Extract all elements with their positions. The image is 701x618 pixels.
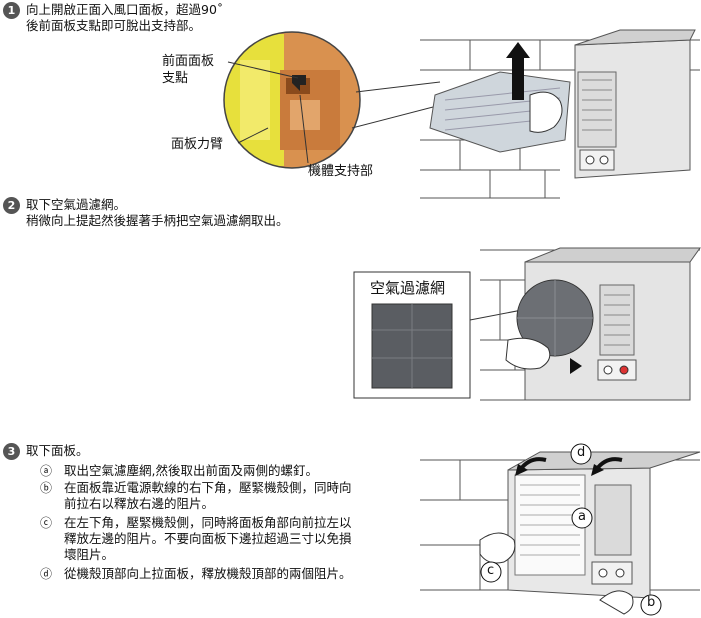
diagram-label-d: d [577, 445, 586, 460]
item-text: 在左下角，壓緊機殼側，同時將面板角部向前拉左以釋放左邊的阻片。不要向面板下邊拉超… [64, 515, 352, 562]
step-3-item-b: ⓑ 在面板靠近電源軟線的右下角，壓緊機殼側，同時向前拉右以釋放右邊的阻片。 [40, 480, 370, 514]
step-2-number: 2 [3, 197, 20, 214]
filter-label: 空氣過濾網 [370, 279, 446, 297]
item-text: 取出空氣濾塵網,然後取出前面及兩側的螺釘。 [64, 463, 318, 478]
item-letter: ⓑ [40, 481, 53, 495]
item-text: 在面板靠近電源軟線的右下角，壓緊機殼側，同時向前拉右以釋放右邊的阻片。 [64, 480, 352, 511]
diagram-label-a: a [578, 509, 586, 524]
callout-body-support: 機體支持部 [308, 164, 374, 179]
callout-panel-pivot-line-2: 支點 [162, 71, 189, 86]
step-3-title: 取下面板。 [26, 443, 89, 458]
item-letter: ⓒ [40, 516, 53, 530]
step-3-item-d: ⓓ 從機殼頂部向上拉面板，釋放機殼頂部的兩個阻片。 [40, 566, 370, 600]
item-letter: ⓓ [40, 567, 53, 581]
step-2-line-2: 稍微向上提起然後握著手柄把空氣過濾網取出。 [26, 213, 289, 228]
step-1-line-1: 向上開啟正面入風口面板，超過90˚ [26, 2, 224, 17]
step-1-number: 1 [3, 2, 20, 19]
zoom-detail-circle [224, 32, 360, 168]
item-text: 從機殼頂部向上拉面板，釋放機殼頂部的兩個阻片。 [64, 566, 352, 581]
step-1-illustration [223, 29, 700, 199]
item-letter: ⓐ [40, 464, 53, 478]
diagram-label-c: c [487, 563, 495, 578]
step-1-line-2: 後前面板支點即可脫出支持部。 [26, 18, 202, 33]
step-3-number: 3 [3, 443, 20, 460]
step-2-line-1: 取下空氣過濾網。 [26, 197, 127, 212]
diagram-label-b: b [647, 595, 656, 610]
step-3-item-c: ⓒ 在左下角，壓緊機殼側，同時將面板角部向前拉左以釋放左邊的阻片。不要向面板下邊… [40, 515, 370, 565]
step-3-item-a: ⓐ 取出空氣濾塵網,然後取出前面及兩側的螺釘。 [40, 463, 370, 479]
callout-panel-arm: 面板力臂 [171, 137, 224, 152]
callout-panel-pivot-line-1: 前面面板 [162, 54, 215, 69]
